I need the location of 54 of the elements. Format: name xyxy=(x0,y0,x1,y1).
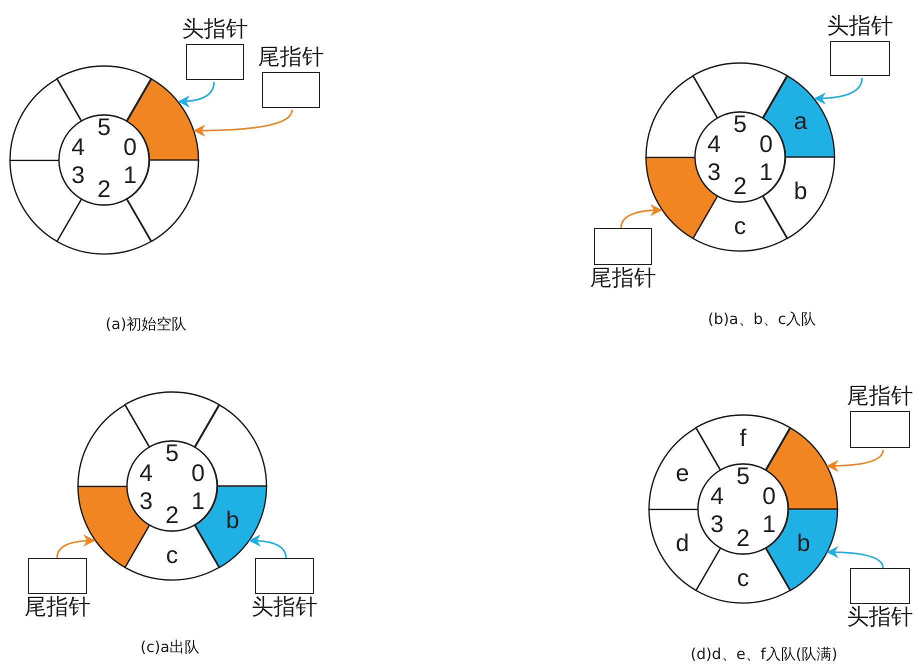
pointer-label: 尾指针 xyxy=(24,594,90,622)
slot-index: 3 xyxy=(71,164,85,188)
pointer-label: 头指针 xyxy=(847,604,913,632)
pointer-arrow xyxy=(814,78,863,104)
pointer-arrow xyxy=(826,450,884,472)
pointer-arrow xyxy=(193,110,293,136)
slot-index: 1 xyxy=(762,513,776,537)
slot-index: 3 xyxy=(139,490,153,514)
pointer-label: 头指针 xyxy=(827,13,893,41)
slot-value: e xyxy=(676,462,690,486)
pointer-arrow xyxy=(620,204,662,228)
pointer-label: 尾指针 xyxy=(847,383,913,411)
figure-caption: (a)初始空队 xyxy=(106,315,186,333)
slot-index: 4 xyxy=(707,133,721,157)
slot-value: f xyxy=(740,427,746,451)
slot-index: 0 xyxy=(191,462,205,486)
slot-index: 2 xyxy=(733,175,747,199)
pointer-arrow xyxy=(826,546,884,568)
slot-index: 4 xyxy=(139,462,153,486)
slot-value: a xyxy=(794,110,808,134)
slot-index: 0 xyxy=(759,133,773,157)
slot-index: 4 xyxy=(710,485,724,509)
slot-value: b xyxy=(226,509,240,533)
slot-index: 5 xyxy=(736,465,750,489)
pointer-label: 头指针 xyxy=(252,594,318,622)
slot-value: c xyxy=(166,544,178,568)
slot-index: 2 xyxy=(736,527,750,551)
slot-index: 1 xyxy=(191,490,205,514)
pointer-label: 头指针 xyxy=(182,16,248,44)
figure-caption: (c)a出队 xyxy=(140,638,200,656)
slot-index: 0 xyxy=(123,136,137,160)
slot-index: 5 xyxy=(165,442,179,466)
slot-value: c xyxy=(734,214,746,239)
slot-value: b xyxy=(794,180,808,204)
pointer-arrow xyxy=(56,534,96,558)
slot-index: 2 xyxy=(97,178,111,202)
pointer-arrow xyxy=(248,534,287,558)
slot-index: 5 xyxy=(97,116,111,140)
slot-index: 5 xyxy=(733,113,747,137)
pointer-label: 尾指针 xyxy=(258,44,324,72)
slot-value: c xyxy=(737,566,749,591)
slot-value: b xyxy=(796,532,810,556)
slot-index: 1 xyxy=(759,161,773,185)
figure-caption: (d)d、e、f入队(队满) xyxy=(690,645,838,663)
slot-index: 1 xyxy=(123,164,137,188)
slot-index: 3 xyxy=(707,161,721,185)
pointer-arrow xyxy=(178,82,215,108)
slot-value: d xyxy=(676,532,690,556)
slot-index: 3 xyxy=(710,513,724,537)
slot-index: 2 xyxy=(165,504,179,528)
figure-caption: (b)a、b、c入队 xyxy=(708,310,816,328)
pointer-label: 尾指针 xyxy=(590,265,656,293)
slot-index: 0 xyxy=(762,485,776,509)
slot-index: 4 xyxy=(71,136,85,160)
